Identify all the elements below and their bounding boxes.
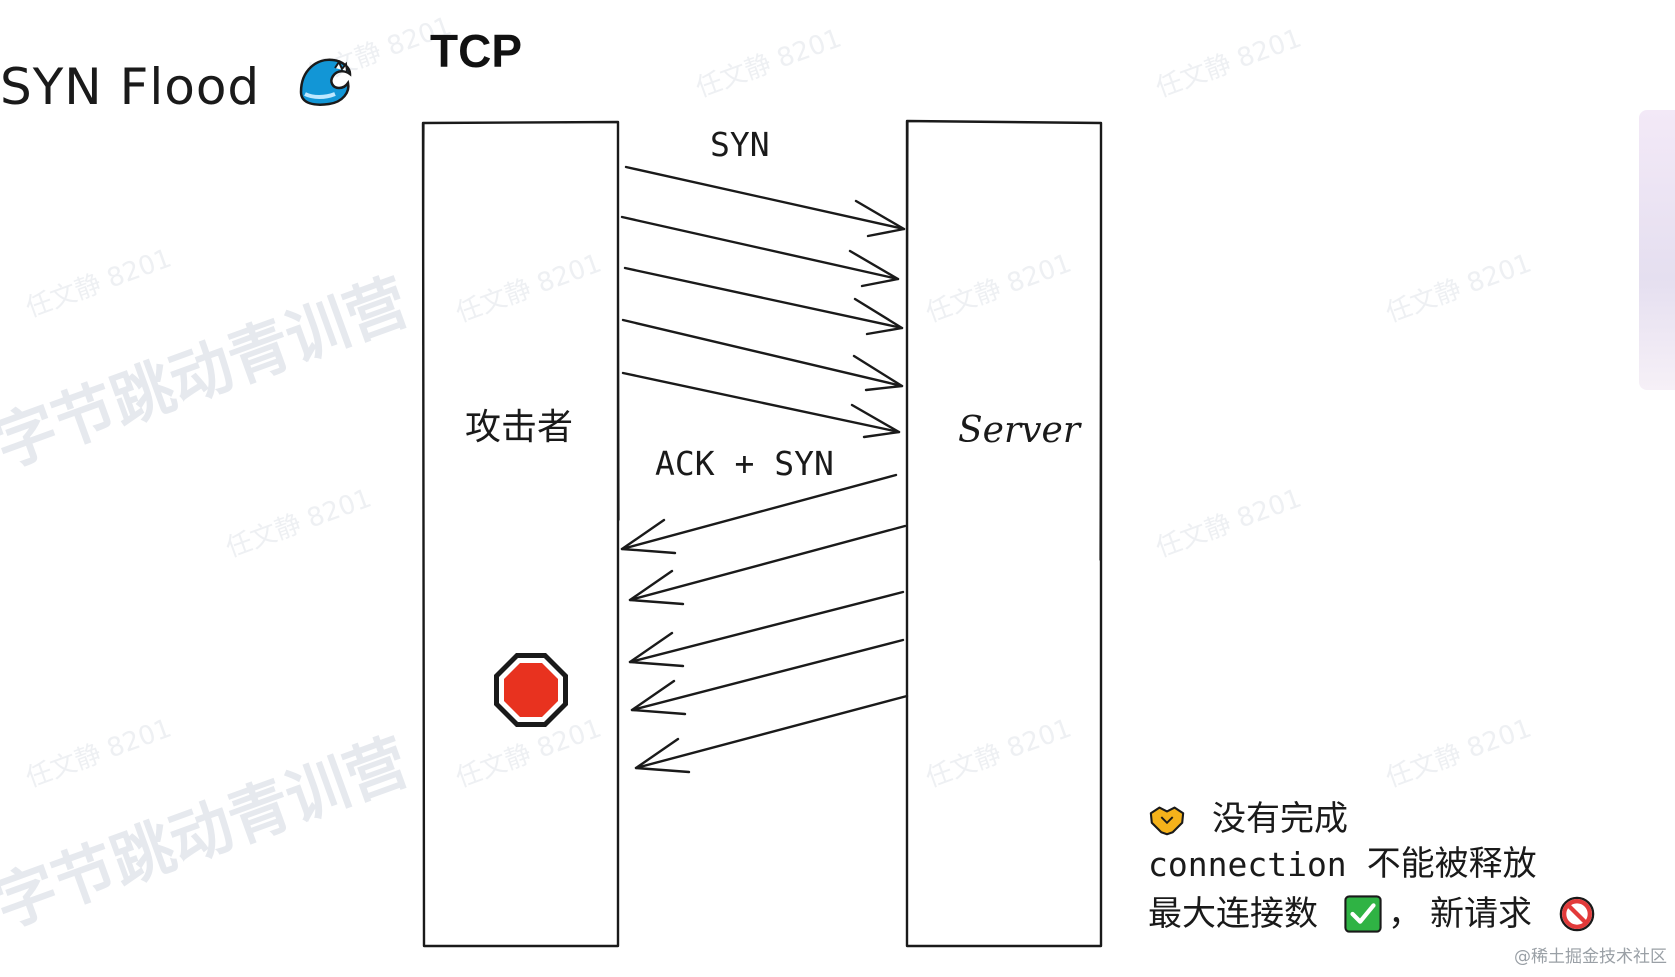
note-line-2-text: 不能被释放: [1366, 844, 1537, 884]
note-line-3: 最大连接数 ， 新请求: [1148, 895, 1596, 933]
note-line-3-separator: ，: [1388, 894, 1422, 934]
ack-syn-arrows: [620, 473, 909, 774]
note-line-3-text2: 新请求: [1430, 894, 1532, 934]
note-line-1-text: 没有完成: [1212, 799, 1348, 839]
title-text: SYN Flood: [0, 58, 261, 116]
ack-syn-label: ACK + SYN: [655, 444, 834, 483]
check-mark-icon: [1344, 895, 1382, 933]
note-line-1: 没有完成: [1148, 800, 1348, 838]
note-line-3-text: 最大连接数: [1148, 894, 1318, 934]
note-line-2-mono: connection: [1148, 844, 1347, 884]
attacker-box: [421, 120, 620, 948]
prohibited-icon: [1559, 896, 1595, 932]
note-line-2: connection 不能被释放: [1148, 847, 1537, 881]
syn-arrows: [620, 165, 906, 439]
server-label: Server: [958, 410, 1081, 451]
syn-label: SYN: [710, 125, 770, 164]
stop-sign-icon: [494, 653, 568, 727]
adjacent-window-edge: [1639, 110, 1675, 390]
attacker-label: 攻击者: [465, 407, 574, 448]
source-credit: @稀土掘金技术社区: [1514, 947, 1667, 967]
server-box: [905, 119, 1103, 948]
protocol-label: TCP: [430, 25, 522, 77]
handshake-icon: [1149, 806, 1185, 836]
wave-icon: [299, 58, 352, 106]
page-title: SYN Flood: [0, 52, 355, 112]
